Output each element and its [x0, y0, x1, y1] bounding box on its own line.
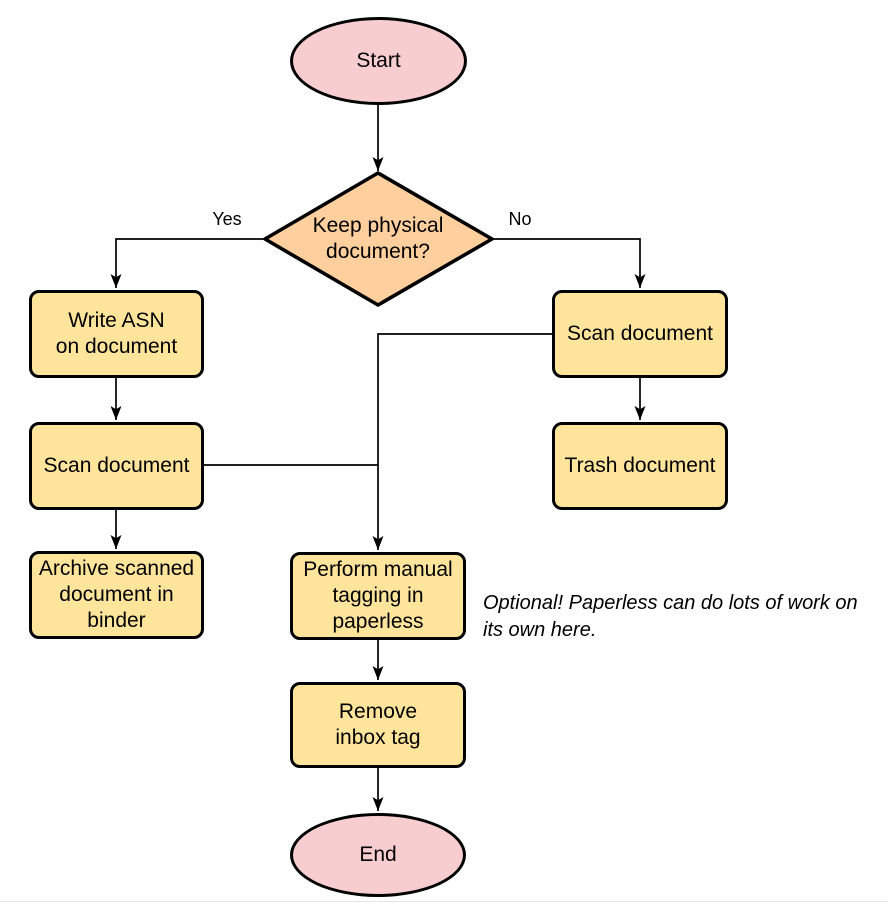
node-write-asn-label: Write ASN on document — [55, 309, 178, 358]
decision-shape — [263, 171, 494, 307]
node-decision: Keep physical document? — [278, 203, 478, 275]
edge-label-no: No — [508, 209, 532, 229]
edge-decision-no-to-scan-right — [492, 238, 646, 288]
node-start-label: Start — [356, 49, 401, 73]
note-optional: Optional! Paperless can do lots of work … — [483, 592, 858, 641]
node-remove-inbox-tag-label: Remove inbox tag — [335, 700, 421, 749]
node-remove-inbox-tag: Remove inbox tag — [290, 682, 466, 768]
node-decision-label: Keep physical document? — [312, 214, 444, 263]
node-end-label: End — [359, 843, 397, 867]
node-trash-document: Trash document — [552, 422, 728, 510]
node-perform-tagging-label: Perform manual tagging in paperless — [303, 558, 453, 633]
node-scan-document-left-label: Scan document — [43, 454, 190, 478]
node-scan-document-left: Scan document — [29, 422, 204, 510]
edge-scan-right-to-tagging — [372, 333, 552, 550]
edge-label-yes: Yes — [212, 209, 242, 229]
node-write-asn: Write ASN on document — [29, 290, 204, 378]
node-archive-binder-label: Archive scanned document in binder — [38, 557, 195, 632]
node-archive-binder: Archive scanned document in binder — [29, 551, 204, 639]
node-scan-document-right-label: Scan document — [567, 322, 713, 346]
node-trash-document-label: Trash document — [564, 454, 716, 478]
node-end: End — [290, 813, 466, 897]
node-perform-tagging: Perform manual tagging in paperless — [290, 552, 466, 640]
node-start: Start — [290, 17, 467, 105]
page-bottom-divider — [0, 901, 888, 902]
edge-decision-yes-to-write-asn — [110, 238, 265, 288]
node-scan-document-right: Scan document — [552, 290, 728, 378]
